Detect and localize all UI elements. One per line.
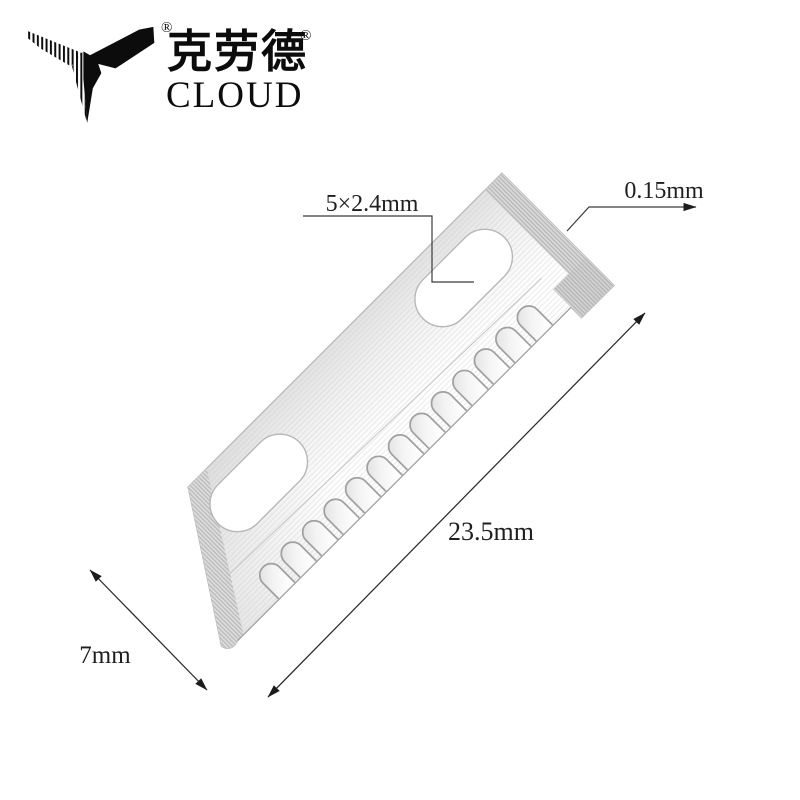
dim-length-arrow [267, 312, 646, 698]
registered-mark: ® [161, 20, 173, 36]
dim-thickness-label: 0.15mm [624, 178, 704, 204]
bird-left-wing [26, 30, 83, 67]
dim-slot-label: 5×2.4mm [326, 191, 419, 217]
chamfer-face-hatch [188, 468, 244, 649]
bird-body [83, 51, 102, 124]
dim-width-arrow [89, 569, 208, 691]
bird-right-wing [90, 26, 155, 69]
brand-logo: ® 克劳德 ® CLOUD [0, 0, 340, 140]
end-tab-hatch [553, 256, 615, 318]
blade [187, 172, 615, 649]
cloud-bird-logo-icon [26, 26, 155, 124]
brand-name-cn: 克劳德 [167, 27, 309, 77]
dim-length-label: 23.5mm [448, 517, 534, 546]
blade-end-shading [188, 173, 615, 649]
brand-name-en: CLOUD [166, 75, 304, 116]
dim-thickness-leader [566, 202, 697, 232]
dim-slot-leader [303, 215, 474, 283]
registered-mark: ® [300, 28, 312, 44]
dim-width-label: 7mm [79, 642, 131, 669]
